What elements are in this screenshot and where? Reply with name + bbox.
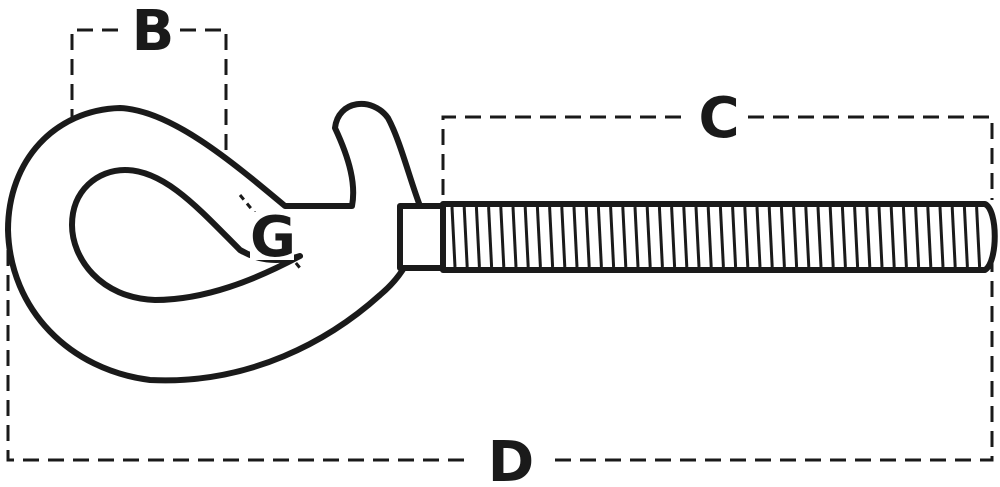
thread-mark <box>645 206 652 268</box>
thread-mark <box>962 206 969 268</box>
thread-mark <box>609 206 616 268</box>
thread-mark <box>718 206 725 268</box>
thread-mark <box>914 206 921 268</box>
thread-mark <box>560 206 567 268</box>
label-c-group: C <box>698 86 739 151</box>
thread-mark <box>767 206 774 268</box>
thread-lines <box>450 206 982 268</box>
thread-mark <box>755 206 762 268</box>
thread-mark <box>572 206 579 268</box>
label-c: C <box>698 86 739 151</box>
dimension-c-line <box>441 115 994 200</box>
thread-mark <box>633 206 640 268</box>
thread-mark <box>816 206 823 268</box>
thread-mark <box>779 206 786 268</box>
thread-mark <box>670 206 677 268</box>
thread-mark <box>865 206 872 268</box>
thread-mark <box>901 206 908 268</box>
thread-mark <box>474 206 481 268</box>
thread-mark <box>743 206 750 268</box>
thread-mark <box>804 206 811 268</box>
label-d: D <box>488 430 534 487</box>
dimension-d-line <box>6 250 994 462</box>
thread-mark <box>499 206 506 268</box>
thread-mark <box>889 206 896 268</box>
thread-mark <box>621 206 628 268</box>
thread-mark <box>731 206 738 268</box>
thread-mark <box>682 206 689 268</box>
thread-mark <box>938 206 945 268</box>
thread-mark <box>535 206 542 268</box>
threaded-section <box>440 201 998 273</box>
label-b: B <box>132 0 175 64</box>
thread-mark <box>828 206 835 268</box>
thread-mark <box>487 206 494 268</box>
label-g: G <box>250 205 296 270</box>
thread-mark <box>548 206 555 268</box>
thread-mark <box>792 206 799 268</box>
thread-mark <box>511 206 518 268</box>
thread-mark <box>877 206 884 268</box>
thread-mark <box>853 206 860 268</box>
thread-mark <box>584 206 591 268</box>
thread-mark <box>657 206 664 268</box>
thread-mark <box>694 206 701 268</box>
hook-eye <box>69 167 303 303</box>
label-d-group: D <box>488 430 534 487</box>
thread-mark <box>926 206 933 268</box>
thread-mark <box>596 206 603 268</box>
thread-mark <box>706 206 713 268</box>
thread-mark <box>840 206 847 268</box>
label-b-group: B <box>132 0 175 64</box>
thread-mark <box>975 206 982 268</box>
thread-mark <box>450 206 457 268</box>
thread-mark <box>462 206 469 268</box>
label-g-group: G <box>250 205 296 270</box>
thread-mark <box>950 206 957 268</box>
thread-mark <box>523 206 530 268</box>
